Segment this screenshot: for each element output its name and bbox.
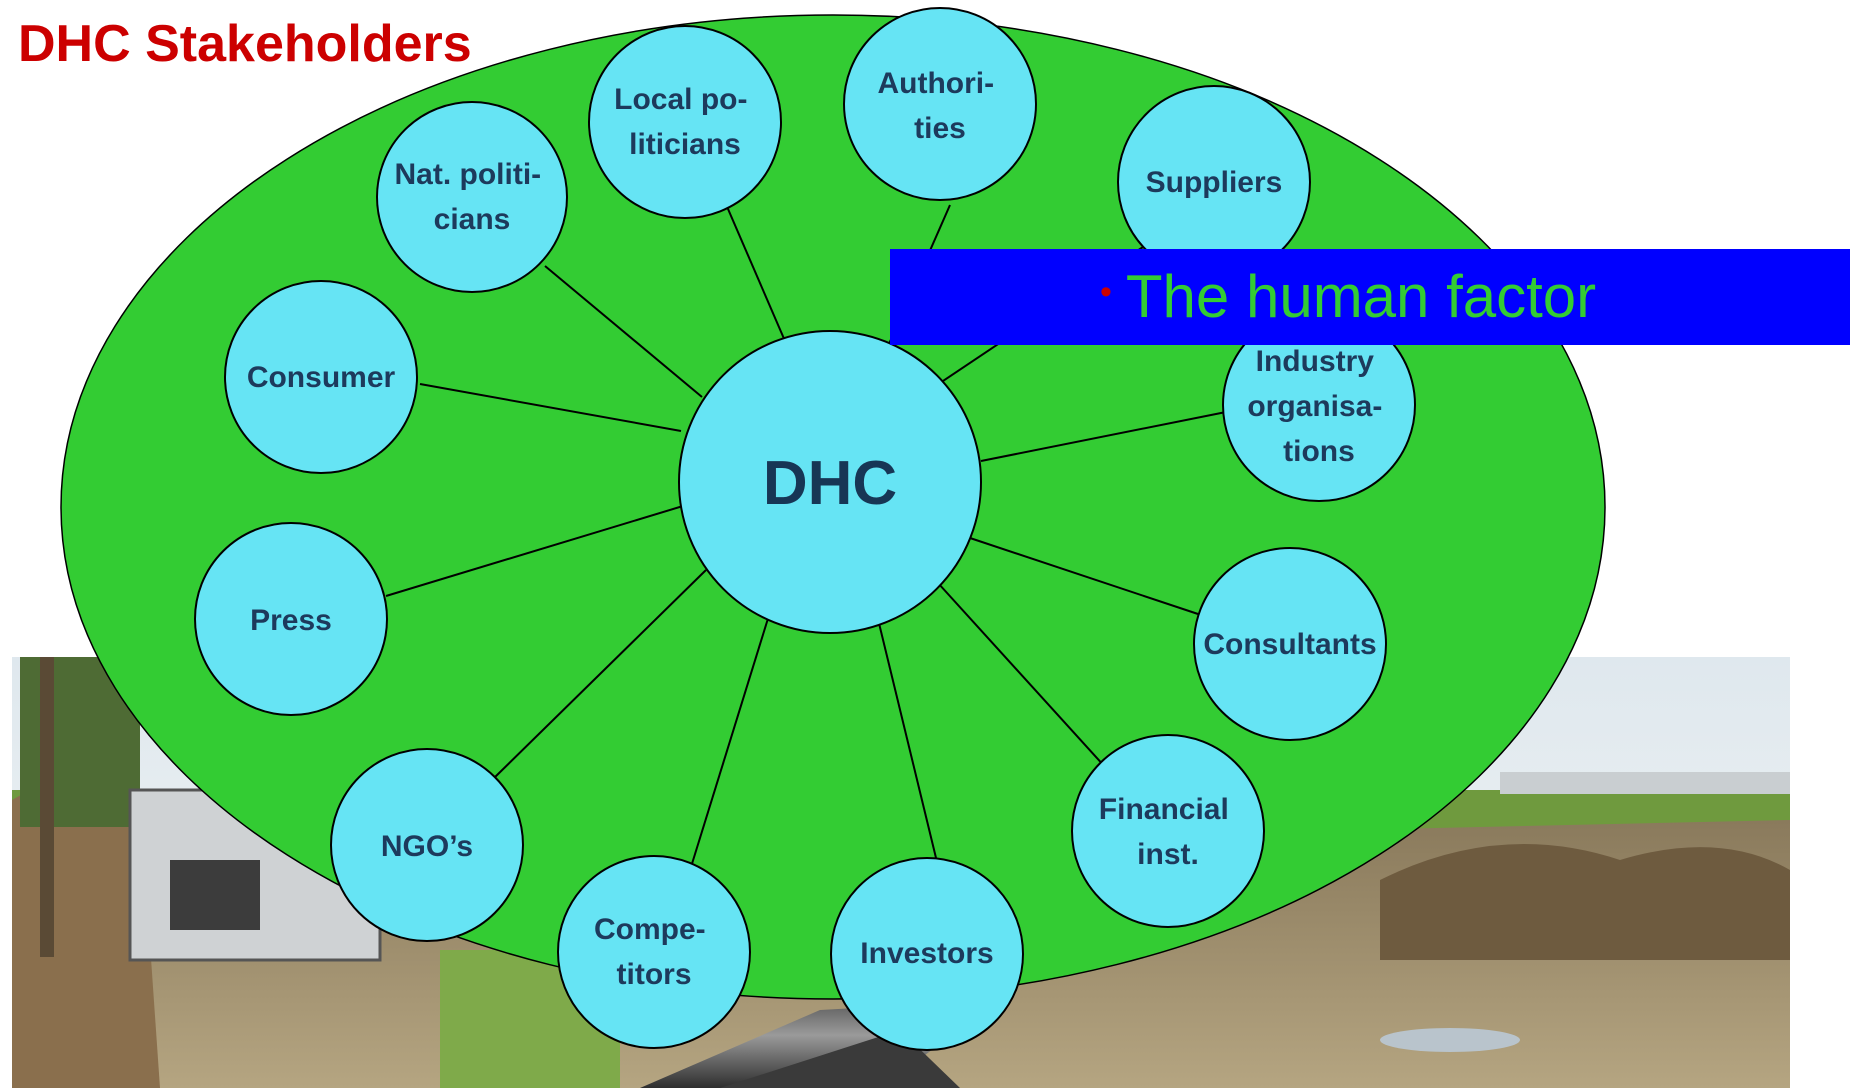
node-ngos [330,748,524,942]
stakeholder-nodes [194,7,1416,1051]
bullet-icon: • [1100,273,1112,311]
label-nat-politicians: Nat. politi- cians [395,158,550,236]
label-press: Press [250,604,332,637]
node-competitors [557,855,751,1049]
connector-line [690,611,771,868]
label-financial-inst: Financial inst. [1099,793,1237,871]
node-authorities [843,7,1037,201]
connector-line [876,614,938,863]
label-dhc-hub: DHC [763,449,897,518]
banner-label: The human factor [1125,263,1597,330]
label-local-politicians: Local po- liticians [614,83,756,161]
node-financial-inst [1071,734,1265,928]
label-consultants: Consultants [1203,628,1376,661]
connector-line [980,411,1227,462]
connector-line [491,569,707,781]
slide-title: DHC Stakeholders [18,15,472,73]
node-dhc-hub [678,330,982,634]
label-competitors: Compe- titors [594,913,714,991]
connector-line [937,582,1107,769]
banner-bar [890,249,1850,345]
connector-line [385,505,684,597]
node-investors [830,857,1024,1051]
banner-text: • The human factor [1100,262,1596,331]
connector-line [724,201,786,342]
connector-line [544,265,703,398]
node-consultants [1193,547,1387,741]
label-ngos: NGO’s [381,830,473,863]
label-suppliers: Suppliers [1146,166,1283,199]
node-nat-politicians [376,101,568,293]
label-industry-organisations: Industry organisa- tions [1247,345,1390,468]
label-consumer: Consumer [247,361,396,394]
label-investors: Investors [860,937,993,970]
connector-line [419,383,682,432]
node-local-politicians [588,25,782,219]
node-press [194,522,388,716]
label-authorities: Authori- ties [878,67,1003,145]
node-consumer [224,280,418,474]
node-labels: Nat. politi- cians Local po- liticians A… [247,67,1390,991]
connector-line [966,536,1199,615]
